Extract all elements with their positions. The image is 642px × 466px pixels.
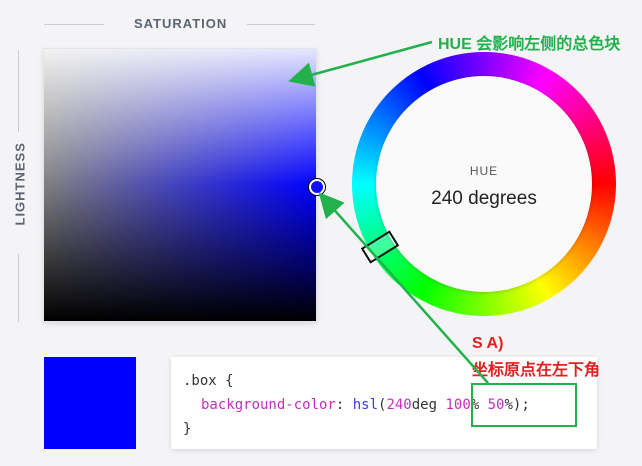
code-close: ); (512, 397, 530, 413)
hue-annotation: HUE 会影响左侧的总色块 (438, 36, 621, 53)
saturation-axis-label: SATURATION (134, 16, 228, 31)
sa-annotation-line-2: 坐标原点在左下角 (472, 362, 601, 379)
saturation-rule-left (44, 24, 104, 25)
code-hue-unit: deg (411, 397, 446, 413)
code-closing-brace: } (183, 421, 192, 437)
code-declaration-line: background-color: hsl(240deg 100% 50%); (201, 397, 530, 413)
color-swatch (44, 357, 136, 449)
code-hue-arg: 240 (386, 397, 412, 413)
code-property: background-color (201, 397, 336, 413)
code-saturation-unit: % (470, 397, 488, 413)
code-colon: : (335, 397, 353, 413)
code-selector-line: .box { (183, 373, 234, 389)
saturation-rule-right (247, 24, 315, 25)
lightness-rule-top (18, 50, 19, 132)
hue-value: 240 degrees (431, 188, 537, 209)
hue-ring-center (376, 76, 592, 292)
code-open-paren: ( (378, 397, 387, 413)
lightness-axis-label: LIGHTNESS (12, 142, 28, 226)
hue-label: HUE (469, 164, 499, 178)
saturation-lightness-handle[interactable] (309, 179, 325, 195)
code-saturation-arg: 100 (445, 397, 471, 413)
lightness-rule-bottom (18, 254, 19, 322)
sl-args-highlight (471, 383, 577, 427)
code-lightness-unit: % (504, 397, 513, 413)
sa-annotation-line-1: S A) (472, 335, 504, 352)
saturation-lightness-square[interactable] (44, 49, 316, 321)
code-lightness-arg: 50 (487, 397, 505, 413)
code-function: hsl (352, 397, 379, 413)
